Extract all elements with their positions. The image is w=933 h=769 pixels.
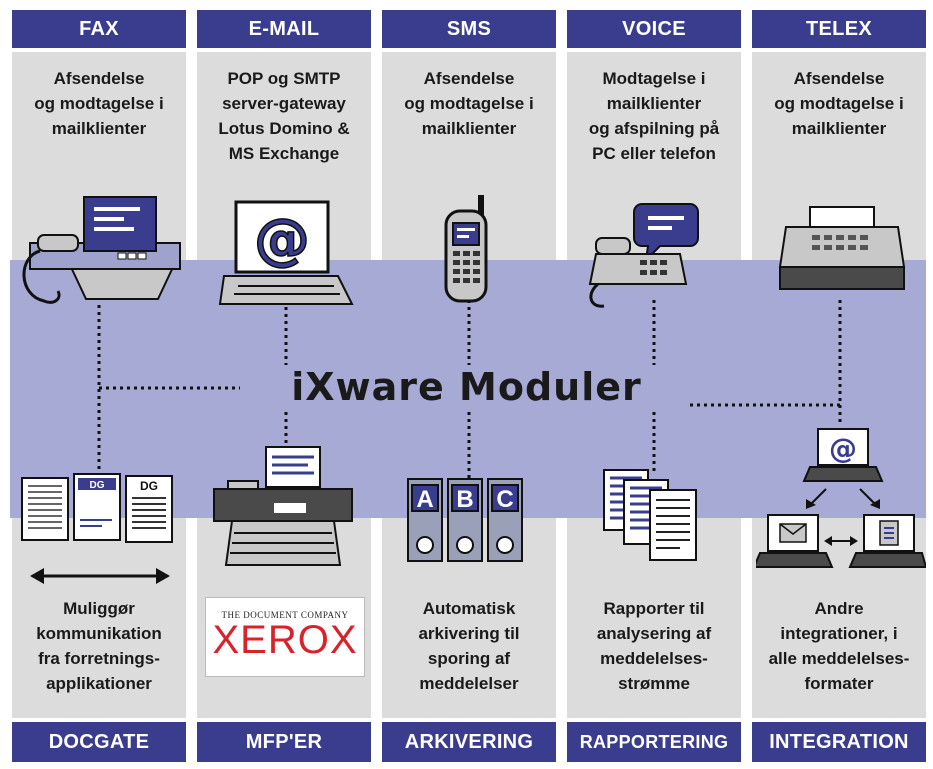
svg-text:DG: DG bbox=[90, 480, 105, 491]
header-email: E-MAIL bbox=[197, 10, 371, 48]
svg-text:@: @ bbox=[829, 432, 857, 465]
header-sms: SMS bbox=[382, 10, 556, 48]
svg-text:A: A bbox=[416, 486, 433, 513]
header-fax: FAX bbox=[12, 10, 186, 48]
xerox-logo: THE DOCUMENT COMPANY XEROX bbox=[205, 597, 365, 677]
diagram-title: iXware Moduler bbox=[0, 365, 933, 409]
email-laptop-icon: @ bbox=[218, 200, 354, 305]
reports-icon bbox=[603, 469, 697, 561]
svg-text:C: C bbox=[496, 486, 513, 513]
header-docgate: DOCGATE bbox=[12, 722, 186, 762]
mfp-printer-icon bbox=[213, 446, 353, 566]
network-computers-icon: @ bbox=[756, 428, 926, 568]
header-archiving: ARKIVERING bbox=[382, 722, 556, 762]
header-telex: TELEX bbox=[752, 10, 926, 48]
voice-phone-icon bbox=[588, 203, 699, 308]
fax-machine-icon bbox=[22, 196, 181, 304]
header-voice: VOICE bbox=[567, 10, 741, 48]
header-mfp: MFP'ER bbox=[197, 722, 371, 762]
svg-text:DG: DG bbox=[140, 479, 158, 493]
header-integration: INTEGRATION bbox=[752, 722, 926, 762]
svg-text:@: @ bbox=[254, 207, 310, 272]
header-reporting: RAPPORTERING bbox=[567, 722, 741, 762]
documents-icon: DG DG bbox=[21, 473, 173, 584]
binders-icon: A B C bbox=[407, 478, 523, 562]
mobile-phone-icon bbox=[444, 195, 488, 303]
svg-text:B: B bbox=[456, 486, 473, 513]
telex-machine-icon bbox=[778, 206, 906, 290]
